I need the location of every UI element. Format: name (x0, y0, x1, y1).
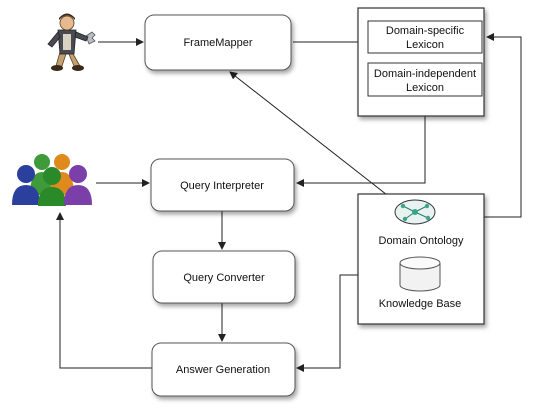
framemapper-box: FrameMapper (144, 14, 292, 71)
edge-answer-to-users (56, 212, 152, 369)
knowledge-base-label: Knowledge Base (379, 298, 462, 310)
administrator-person-icon (47, 13, 96, 71)
domain-ontology-label: Domain Ontology (379, 235, 464, 247)
lexicon-panel: Domain-specific Lexicon Domain-independe… (357, 7, 485, 117)
edge-ontology-to-lexicon (484, 33, 522, 218)
database-cylinder-icon (399, 256, 441, 292)
knowledge-panel: Domain Ontology Knowledge Base (357, 193, 485, 325)
domain-independent-lexicon-line2: Lexicon (406, 82, 444, 94)
domain-specific-lexicon-line2: Lexicon (406, 39, 444, 51)
answer-generation-label: Answer Generation (176, 364, 270, 376)
edges (56, 33, 522, 372)
edge-lexicon-to-interpreter (296, 116, 426, 187)
query-converter-box: Query Converter (152, 250, 296, 304)
domain-specific-lexicon-line1: Domain-specific (386, 25, 465, 37)
edge-ontology-to-framemapper (229, 71, 397, 203)
ontology-graph-icon (394, 199, 436, 225)
answer-generation-box: Answer Generation (151, 342, 296, 397)
framemapper-label: FrameMapper (183, 37, 252, 49)
query-converter-label: Query Converter (183, 272, 265, 284)
user-group-icon (12, 154, 92, 206)
query-interpreter-label: Query Interpreter (180, 180, 264, 192)
domain-independent-lexicon-line1: Domain-independent (374, 68, 476, 80)
query-interpreter-box: Query Interpreter (150, 158, 295, 212)
